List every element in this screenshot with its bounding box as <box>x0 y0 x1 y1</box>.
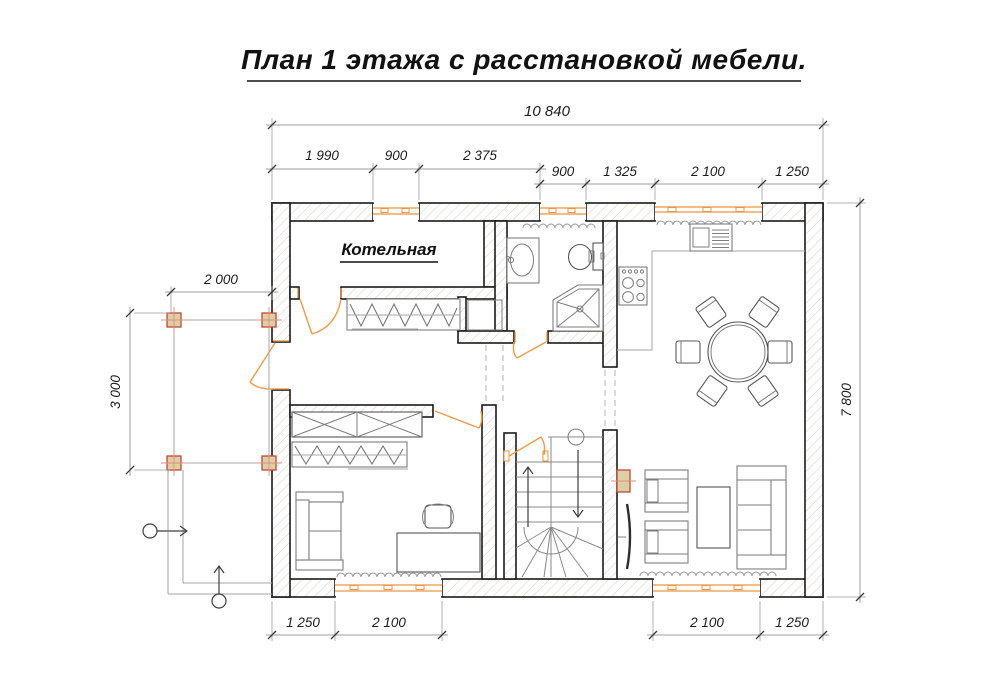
door-porch <box>249 340 289 390</box>
hall-closet-symbol <box>346 298 461 331</box>
dim-bottom-right-2: 1 250 <box>775 615 809 630</box>
dining-table <box>707 321 769 383</box>
stove <box>618 266 648 306</box>
tv <box>618 503 632 570</box>
niche-cabinet <box>467 299 503 331</box>
coffee-table <box>696 486 731 549</box>
dim-top-seg-6: 2 100 <box>690 164 725 179</box>
dim-bottom-left-2: 2 100 <box>371 615 406 630</box>
dining-chair <box>767 340 793 364</box>
dim-top-seg-7: 1 250 <box>775 164 809 179</box>
door-study <box>434 410 483 429</box>
dining-chair <box>696 375 728 407</box>
dim-overall-height: 7 800 <box>839 383 854 417</box>
dining-chairs <box>675 296 793 407</box>
window-bottom-study <box>335 580 442 596</box>
drawing-title: План 1 этажа с расстановкой мебели. <box>241 44 807 82</box>
dim-top-seg-4: 900 <box>552 164 575 179</box>
armchair <box>644 469 689 513</box>
exterior-walls <box>271 202 824 598</box>
entry-arrow-up <box>211 564 227 609</box>
radiator-kitchen <box>656 220 762 226</box>
window-bottom-living <box>653 580 760 596</box>
window-top-boiler <box>373 204 419 220</box>
dining-chair <box>695 296 727 328</box>
stair-up-arrow <box>522 465 534 527</box>
dim-top-seg-2: 900 <box>385 148 408 163</box>
boiler-room-label: Котельная <box>341 240 436 259</box>
dimensions-bottom: 1 250 2 100 2 100 1 250 <box>266 601 829 641</box>
winder-stairs <box>515 428 604 578</box>
windows <box>335 204 762 596</box>
toilet <box>567 242 605 271</box>
porch <box>142 307 282 609</box>
bathroom-sink <box>506 237 540 284</box>
dimensions-top: 10 840 1 990 900 2 375 900 1 325 2 100 1… <box>266 103 829 200</box>
kitchen-column <box>611 469 636 493</box>
doors <box>249 288 549 462</box>
desk <box>396 532 481 573</box>
dimensions-right: 7 800 <box>827 197 866 603</box>
dim-top-seg-1: 1 990 <box>305 148 339 163</box>
window-top-kitchen <box>655 204 762 220</box>
dim-top-seg-3: 2 375 <box>462 148 497 163</box>
desk-chair <box>422 503 454 529</box>
window-top-bathroom <box>540 204 586 220</box>
radiator-study <box>336 572 442 578</box>
corner-shower <box>552 284 604 332</box>
boiler-room: Котельная <box>340 240 438 263</box>
dim-porch-depth: 3 000 <box>108 375 123 409</box>
dim-bottom-right-1: 2 100 <box>689 615 724 630</box>
dining-chair <box>747 375 779 407</box>
page-title: План 1 этажа с расстановкой мебели. <box>241 44 807 75</box>
radiator-living <box>639 571 777 577</box>
dim-top-seg-5: 1 325 <box>603 164 637 179</box>
dining-chair <box>748 296 780 328</box>
dim-overall-width: 10 840 <box>524 103 571 120</box>
study-coat-rack <box>291 441 408 470</box>
door-stairs <box>503 436 549 462</box>
dining-chair <box>675 340 701 364</box>
armchair <box>644 520 689 564</box>
open-passages <box>485 345 616 428</box>
stair-down-arrow <box>572 450 584 519</box>
study-sofa <box>295 491 344 571</box>
interior-walls <box>289 220 618 580</box>
dimensions-left: 2 000 3 000 <box>108 272 278 476</box>
entry-arrow-right <box>142 523 189 539</box>
door-bathroom <box>512 332 548 359</box>
dim-bottom-left-1: 1 250 <box>286 615 320 630</box>
armchairs <box>644 469 689 564</box>
study-wardrobe <box>291 411 423 438</box>
porch-columns <box>161 307 282 476</box>
dim-porch-width: 2 000 <box>203 272 238 287</box>
living-sofa <box>736 465 787 570</box>
door-boiler <box>297 288 342 335</box>
radiators <box>336 220 777 578</box>
kitchen-unit <box>689 223 733 252</box>
radiator-bathroom <box>522 223 596 229</box>
